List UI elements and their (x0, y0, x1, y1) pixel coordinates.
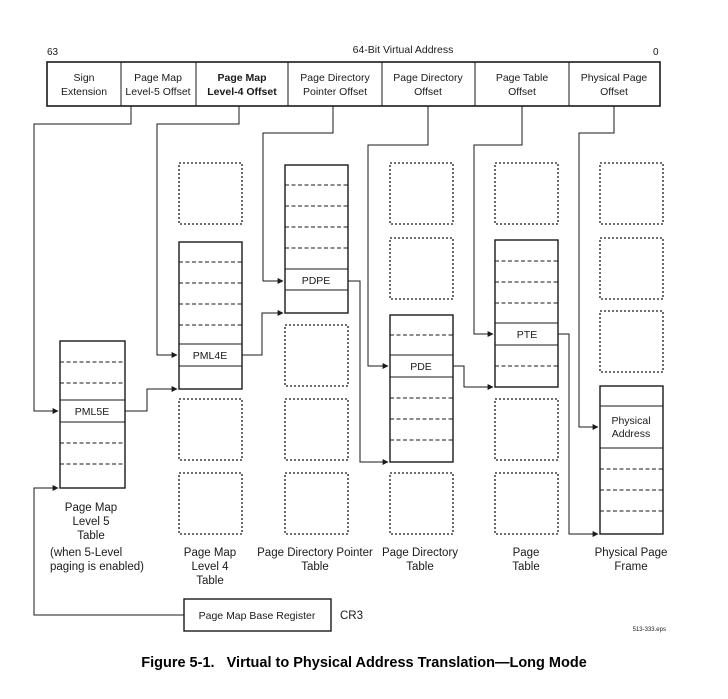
field-pml4-offset: Page Map Level-4 Offset (207, 72, 277, 98)
svg-text:Physical Page: Physical Page (595, 547, 668, 559)
pde-entry: PDE (410, 361, 432, 373)
field-physical-page-offset: Physical Page Offset (581, 72, 648, 98)
pml5-table: PML5E (59, 340, 126, 489)
virtual-address-title: 64-Bit Virtual Address (353, 44, 454, 56)
svg-text:Level 4: Level 4 (191, 561, 229, 573)
svg-text:Page Map: Page Map (184, 547, 236, 559)
svg-text:Page Map: Page Map (217, 72, 266, 84)
pdp-table: PDPE (284, 164, 349, 314)
pte-entry: PTE (517, 329, 537, 341)
svg-text:Table: Table (77, 530, 105, 542)
svg-text:Sign: Sign (73, 72, 94, 84)
svg-text:Table: Table (301, 561, 329, 573)
placeholder-tables (178, 162, 664, 535)
svg-text:Page Directory: Page Directory (382, 547, 458, 559)
svg-text:Page: Page (513, 547, 540, 559)
svg-text:Level 5: Level 5 (72, 516, 109, 528)
svg-text:Page Directory: Page Directory (393, 72, 463, 84)
pml4-table: PML4E (178, 241, 243, 390)
pdpe-entry: PDPE (302, 275, 331, 287)
svg-text:Page Directory: Page Directory (300, 72, 370, 84)
virtual-address-register: Sign Extension Page Map Level-5 Offset P… (46, 61, 661, 107)
cr3-register: Page Map Base Register CR3 (183, 598, 363, 632)
pml4e-entry: PML4E (193, 350, 227, 362)
bit-0-label: 0 (653, 47, 659, 58)
cr3-label: CR3 (340, 610, 363, 622)
svg-text:Frame: Frame (614, 561, 647, 573)
svg-text:Offset: Offset (414, 86, 442, 98)
field-pml5-offset: Page Map Level-5 Offset (125, 72, 190, 98)
svg-text:Page Table: Page Table (496, 72, 549, 84)
svg-text:Table: Table (196, 575, 224, 587)
page-table-label: Page Table (512, 547, 540, 573)
svg-text:Physical Page: Physical Page (581, 72, 648, 84)
svg-text:Page Directory Pointer: Page Directory Pointer (257, 547, 373, 559)
field-pdp-offset: Page Directory Pointer Offset (300, 72, 370, 98)
field-pd-offset: Page Directory Offset (393, 72, 463, 98)
pdp-table-label: Page Directory Pointer Table (257, 547, 373, 573)
pd-table: PDE (389, 314, 454, 463)
svg-text:Table: Table (406, 561, 434, 573)
svg-text:Level-5 Offset: Level-5 Offset (125, 86, 190, 98)
physical-page-frame: Physical Address (599, 385, 664, 535)
translation-arrows (33, 106, 615, 616)
pd-table-label: Page Directory Table (382, 547, 458, 573)
pml4-table-label: Page Map Level 4 Table (184, 547, 236, 587)
page-table: PTE (494, 239, 559, 388)
svg-text:(when 5-Level: (when 5-Level (50, 547, 122, 559)
svg-text:Offset: Offset (600, 86, 628, 98)
svg-text:Address: Address (612, 428, 651, 440)
bit-63-label: 63 (47, 47, 59, 58)
svg-text:Offset: Offset (508, 86, 536, 98)
pml5-table-label: Page Map Level 5 Table (when 5-Level pag… (50, 502, 144, 573)
svg-text:Pointer Offset: Pointer Offset (303, 86, 367, 98)
field-sign-extension: Sign Extension (61, 72, 107, 98)
pml5e-entry: PML5E (75, 406, 109, 418)
page-map-base-register-label: Page Map Base Register (199, 610, 316, 622)
svg-text:Table: Table (512, 561, 540, 573)
figure-caption: Figure 5-1. Virtual to Physical Address … (141, 655, 587, 671)
figure-file-id: 513-333.eps (633, 627, 666, 633)
svg-text:Extension: Extension (61, 86, 107, 98)
physical-page-frame-label: Physical Page Frame (595, 547, 668, 573)
field-pt-offset: Page Table Offset (496, 72, 549, 98)
svg-text:paging is enabled): paging is enabled) (50, 561, 144, 573)
physical-address-entry: Physical (611, 415, 650, 427)
svg-text:Level-4 Offset: Level-4 Offset (207, 86, 277, 98)
svg-text:Page Map: Page Map (134, 72, 182, 84)
svg-text:Page Map: Page Map (65, 502, 117, 514)
